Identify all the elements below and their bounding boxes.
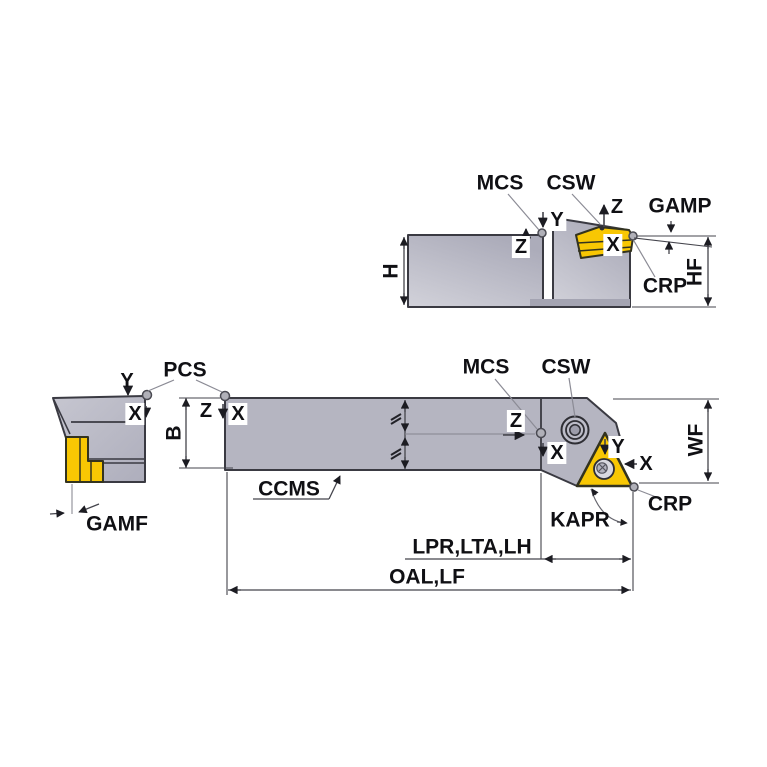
label-csw-top: CSW — [541, 355, 591, 379]
label-gamp: GAMP — [648, 194, 712, 218]
label-axis-z-side: Z — [610, 196, 624, 218]
label-hf: HF — [683, 258, 707, 286]
label-axis-y-end: Y — [120, 370, 134, 392]
top-view-mcs-point — [535, 427, 547, 439]
label-csw-side: CSW — [546, 171, 596, 195]
side-view-dimensions — [399, 203, 716, 308]
label-axis-z-body-side: Z — [511, 236, 531, 258]
top-view-pcs-point — [219, 390, 231, 402]
label-mcs-top: MCS — [462, 355, 510, 379]
label-ccms: CCMS — [258, 477, 320, 501]
top-view-crp-point — [629, 482, 639, 492]
end-view — [52, 389, 153, 483]
label-crp-side: CRP — [642, 274, 688, 298]
label-mcs-side: MCS — [476, 171, 524, 195]
label-oal-lf: OAL,LF — [389, 565, 465, 589]
label-axis-z-pcs: Z — [196, 400, 216, 422]
label-axis-x-side: X — [603, 234, 623, 256]
label-b: B — [162, 425, 186, 441]
top-view-dimensions — [179, 397, 719, 595]
top-view — [219, 390, 639, 492]
top-view-leaders — [147, 377, 657, 498]
end-view-insert — [65, 436, 104, 483]
label-axis-y-side: Y — [547, 209, 567, 231]
label-axis-y-tip: Y — [608, 436, 628, 458]
label-h: H — [379, 263, 403, 279]
label-axis-x-pcs: X — [228, 403, 248, 425]
label-wf: WF — [684, 423, 708, 457]
label-kapr: KAPR — [550, 508, 610, 532]
label-lpr-lta-lh: LPR,LTA,LH — [412, 535, 532, 559]
label-gamf: GAMF — [86, 512, 148, 536]
label-crp-top: CRP — [647, 492, 693, 516]
side-view-leaders — [507, 193, 656, 278]
label-axis-x-mcs: X — [547, 442, 567, 464]
side-view-crp-point — [628, 231, 638, 241]
label-axis-z-mcs: Z — [506, 410, 526, 432]
label-pcs: PCS — [163, 358, 207, 382]
side-view-mcs-point — [537, 228, 547, 238]
label-axis-x-tip: X — [639, 453, 653, 475]
end-view-pcs-point — [141, 389, 153, 401]
side-view — [407, 218, 638, 308]
label-axis-x-end: X — [125, 403, 145, 425]
end-view-dimensions — [49, 385, 152, 518]
